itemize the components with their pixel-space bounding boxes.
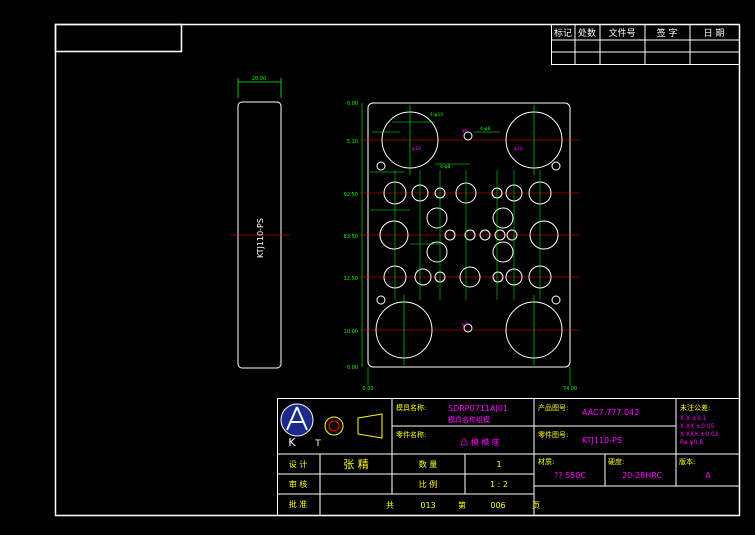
plate-dim-left: 83.50 xyxy=(344,234,358,240)
design-value: 张 精 xyxy=(343,458,369,471)
version-label: 版本: xyxy=(679,457,695,466)
part-name-label: 零件名称: xyxy=(396,430,426,439)
rev-header-file: 文件号 xyxy=(608,27,635,39)
material-label: 材质: xyxy=(538,457,554,466)
rev-header-date: 日 期 xyxy=(704,28,725,39)
plate-dim-left: 10.00 xyxy=(344,329,358,335)
rev-header-sign: 签 字 xyxy=(657,27,678,39)
drawing-frame xyxy=(54,23,741,517)
qty-value: 1 xyxy=(496,460,501,469)
hardness-label: 硬度: xyxy=(608,457,624,466)
plate-dim-left: 5.10 xyxy=(347,139,358,145)
product-no-value: AAC7.777.042 xyxy=(582,408,639,417)
tolerance-row: X.XXX ±0.02 xyxy=(680,431,719,438)
company-logo: K T xyxy=(280,403,383,449)
plate-dim-left: 0.00 xyxy=(347,365,358,371)
review-label: 审 核 xyxy=(289,479,308,489)
total-value: 013 xyxy=(420,501,435,510)
qty-label: 数 量 xyxy=(419,459,438,469)
part-no-label: 零件图号: xyxy=(538,430,568,439)
hole-label: 4-φ10 xyxy=(430,112,443,118)
scale-value: 1 : 2 xyxy=(490,480,508,489)
plate-dim-left: 32.50 xyxy=(344,276,358,282)
design-label: 设 计 xyxy=(289,459,308,469)
side-view-dim: 20.00 xyxy=(252,76,266,82)
tolerance-label: 未注公差: xyxy=(680,403,710,412)
rev-header-count: 处数 xyxy=(578,27,596,39)
sheet-label: 第 xyxy=(458,500,466,510)
hole-label: 4-φ8 xyxy=(440,164,450,170)
part-no-value: KTJ110-PS xyxy=(582,436,622,445)
hole-label: φ8 xyxy=(462,128,468,134)
plate-dim-left: 92.50 xyxy=(344,192,358,198)
title-block-grid xyxy=(277,398,740,516)
plate-dim-left: 0.00 xyxy=(347,101,358,107)
hole-label: φ8 xyxy=(462,322,468,328)
material-value: ?? S50C xyxy=(554,471,586,480)
plate-dim-bottom: 74.00 xyxy=(563,386,577,392)
total-label: 共 xyxy=(386,501,394,510)
tolerance-row: X.XX ±0.05 xyxy=(680,423,715,430)
part-name-value: 凸 模 模 座 xyxy=(460,437,500,447)
hole-label: φ10 xyxy=(412,146,421,152)
page-label: 页 xyxy=(532,501,540,510)
drawing-number-box xyxy=(54,23,183,53)
plate-view: 0.00 5.10 92.50 83.50 32.50 10.00 0.00 0… xyxy=(344,101,580,392)
scale-label: 比 例 xyxy=(419,479,438,489)
side-view: 20.00 KTJ110-PS xyxy=(230,76,290,369)
plate-dim-bottom: 0.00 xyxy=(362,386,373,392)
logo-letter-t: T xyxy=(314,439,321,449)
side-view-label: KTJ110-PS xyxy=(256,218,265,258)
logo-letter-k: K xyxy=(288,436,296,449)
mold-name-label: 模具名称: xyxy=(396,403,426,412)
tolerance-row: X.X ±0.1 xyxy=(680,415,707,422)
approve-label: 批 准 xyxy=(289,499,308,509)
mold-name-value2: 模具名称组模 xyxy=(448,415,490,424)
tolerance-row: Ra φ0.8 xyxy=(680,439,703,446)
product-no-label: 产品图号: xyxy=(538,403,568,412)
mold-name-value1: SDRP0711AJ01 xyxy=(448,404,508,413)
hole-label: φ10 xyxy=(514,146,523,152)
title-block-text: 模具名称: SDRP0711AJ01 模具名称组模 零件名称: 凸 模 模 座 … xyxy=(289,403,719,510)
sheet-value: 006 xyxy=(490,501,505,510)
version-value: A xyxy=(705,471,711,480)
rev-header-mark: 标记 xyxy=(554,27,572,39)
hole-label: 4-φ8 xyxy=(480,126,490,132)
hardness-value: 20-28HRC xyxy=(622,471,662,480)
revision-block: 标记 处数 文件号 签 字 日 期 xyxy=(551,24,740,65)
